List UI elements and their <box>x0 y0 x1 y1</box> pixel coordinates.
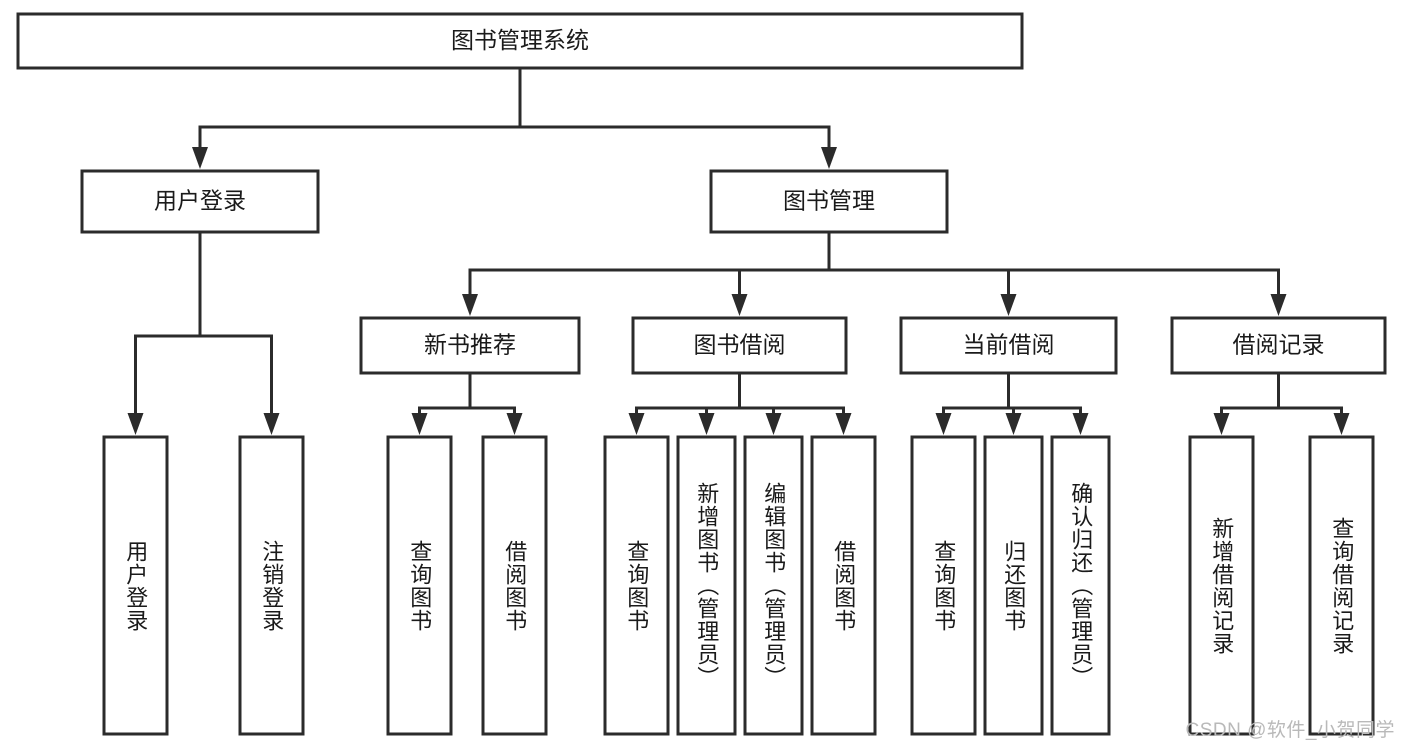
arrow-down-icon-leaf-edit-book <box>765 413 782 435</box>
arrow-down-icon-leaf-add-borrow-record <box>1213 413 1230 435</box>
arrow-down-icon-leaf-confirm-return <box>1072 413 1089 435</box>
node-box-leaf-return-book[interactable] <box>983 435 1044 736</box>
node-box-leaf-query-borrow-record[interactable] <box>1308 435 1375 736</box>
arrow-down-icon-new-book-recommend <box>462 294 478 316</box>
node-box-leaf-user-login[interactable] <box>102 435 169 736</box>
node-box-leaf-logout[interactable] <box>238 435 305 736</box>
connector-layer <box>127 66 1350 435</box>
node-box-leaf-query-book-borrow[interactable] <box>603 435 670 736</box>
node-label-new-book-recommend: 新书推荐 <box>424 332 516 358</box>
node-box-root[interactable] <box>16 12 1024 70</box>
node-box-book-borrow[interactable] <box>631 316 848 375</box>
arrow-down-icon-book-manage <box>821 147 837 169</box>
arrow-down-icon-leaf-user-login <box>127 413 144 435</box>
arrow-down-icon-leaf-query-borrow-record <box>1333 413 1350 435</box>
node-box-leaf-edit-book[interactable] <box>743 435 804 736</box>
node-box-layer <box>16 12 1387 736</box>
node-box-book-manage[interactable] <box>709 169 949 234</box>
csdn-watermark: CSDN @软件_小贺同学 <box>1185 720 1395 741</box>
node-label-current-borrow: 当前借阅 <box>963 332 1055 358</box>
arrow-down-icon-user-login <box>192 147 208 169</box>
arrow-down-icon-leaf-borrow-book <box>835 413 852 435</box>
node-label-book-manage: 图书管理 <box>783 188 875 214</box>
arrow-down-icon-leaf-borrow-book-recommend <box>506 413 523 435</box>
node-label-user-login: 用户登录 <box>154 188 246 214</box>
arrow-down-icon-leaf-query-book-current <box>935 413 952 435</box>
node-box-leaf-borrow-book-recommend[interactable] <box>481 435 548 736</box>
node-label-root: 图书管理系统 <box>451 27 589 53</box>
node-box-leaf-confirm-return[interactable] <box>1050 435 1111 736</box>
arrow-down-icon-leaf-logout <box>263 413 280 435</box>
node-box-new-book-recommend[interactable] <box>359 316 581 375</box>
node-box-leaf-query-book-recommend[interactable] <box>386 435 453 736</box>
node-box-leaf-borrow-book[interactable] <box>810 435 877 736</box>
arrow-down-icon-leaf-query-book-borrow <box>628 413 645 435</box>
node-box-current-borrow[interactable] <box>899 316 1118 375</box>
node-box-borrow-record[interactable] <box>1170 316 1387 375</box>
arrow-down-icon-leaf-add-book <box>698 413 715 435</box>
node-box-leaf-add-borrow-record[interactable] <box>1188 435 1255 736</box>
arrow-down-icon-leaf-return-book <box>1005 413 1022 435</box>
arrow-down-icon-leaf-query-book-recommend <box>411 413 428 435</box>
arrow-down-icon-current-borrow <box>1000 294 1017 316</box>
node-box-leaf-query-book-current[interactable] <box>910 435 977 736</box>
node-box-user-login[interactable] <box>80 169 320 234</box>
node-box-leaf-add-book[interactable] <box>676 435 737 736</box>
node-label-borrow-record: 借阅记录 <box>1233 332 1325 358</box>
arrow-down-icon-borrow-record <box>1270 294 1287 316</box>
arrow-down-icon-book-borrow <box>731 294 748 316</box>
node-label-book-borrow: 图书借阅 <box>694 332 786 358</box>
